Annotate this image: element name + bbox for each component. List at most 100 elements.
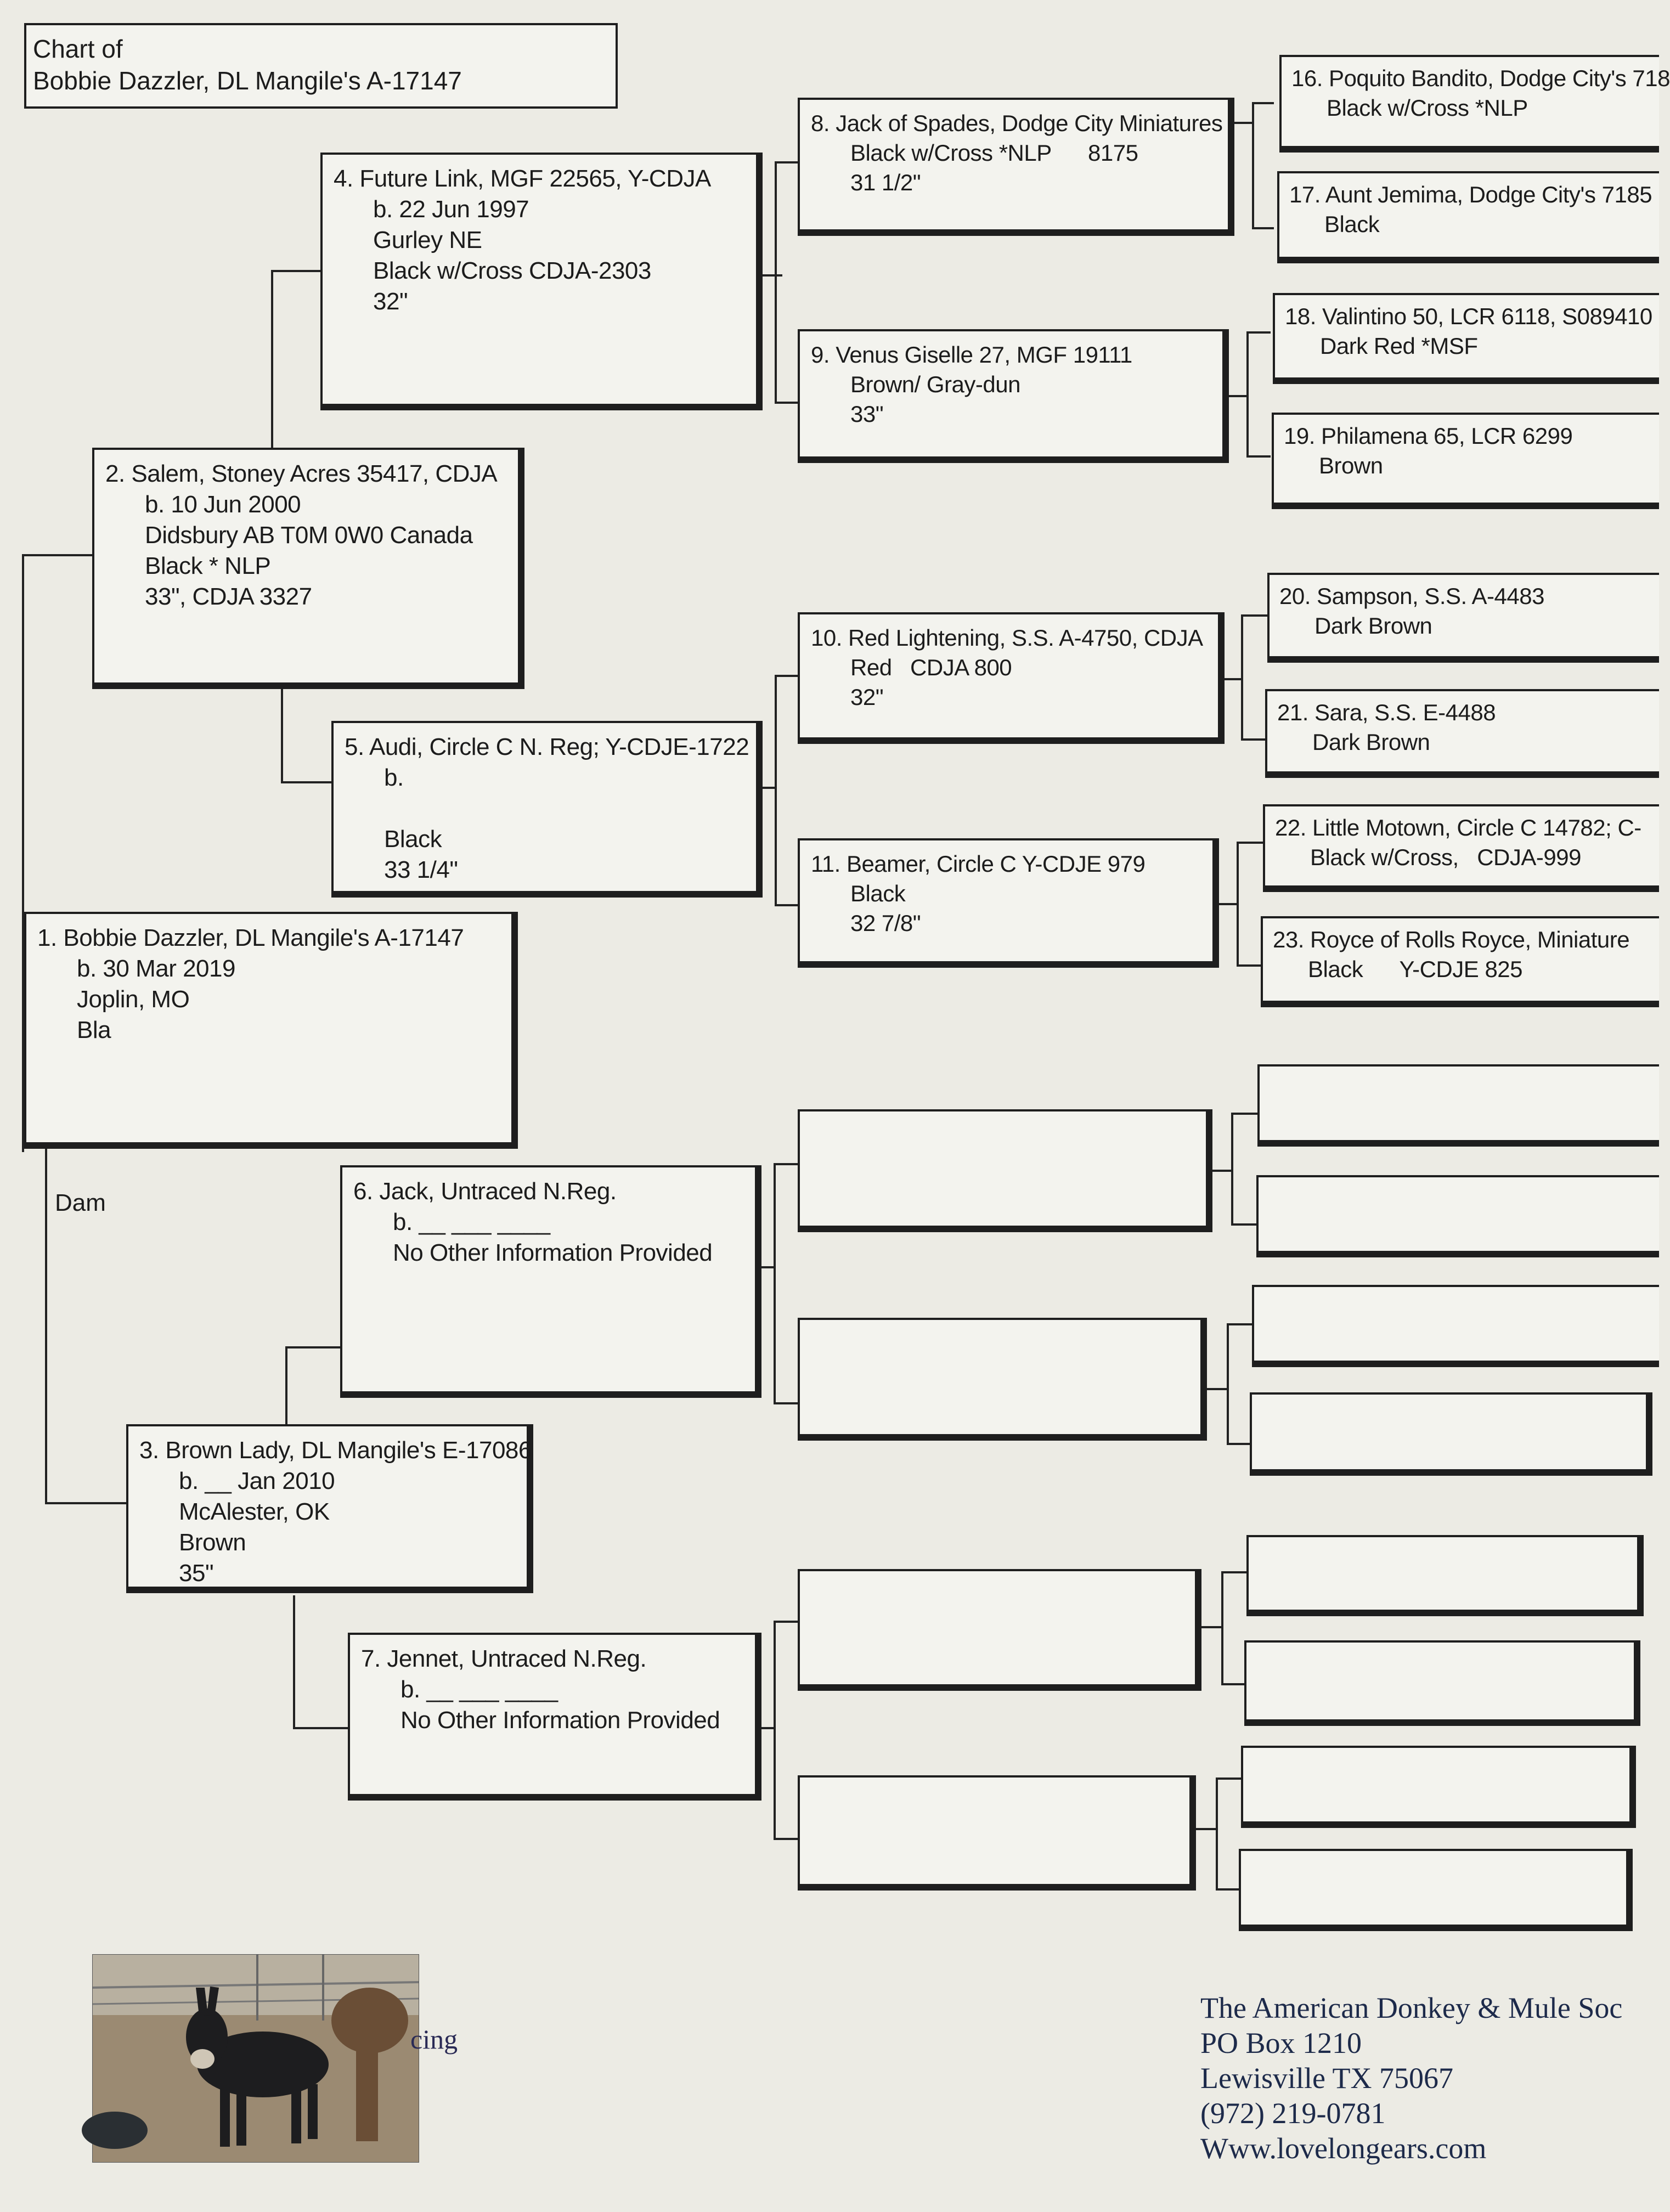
animal-10-box: 10. Red Lightening, S.S. A-4750, CDJA Re… [798, 612, 1225, 744]
animal-3-color: Brown [179, 1529, 246, 1556]
animal-11-box: 11. Beamer, Circle C Y-CDJE 979 Black 32… [798, 838, 1219, 968]
animal-1-color: Bla [77, 1017, 111, 1043]
donkey-photo [82, 1954, 419, 2163]
animal-11-color: Black [850, 881, 906, 906]
animal-6-info: No Other Information Provided [393, 1239, 713, 1266]
animal-23-box: 23. Royce of Rolls Royce, Miniature Blac… [1261, 916, 1659, 1007]
animal-21-box: 21. Sara, S.S. E-4488 Dark Brown [1265, 689, 1659, 778]
animal-4-box: 4. Future Link, MGF 22565, Y-CDJA b. 22 … [320, 153, 763, 410]
animal-1-place: Joplin, MO [77, 986, 190, 1013]
animal-8-height: 31 1/2" [850, 170, 921, 195]
animal-5-color: Black [384, 826, 442, 853]
animal-28-box [1246, 1535, 1644, 1616]
animal-23-name: 23. Royce of Rolls Royce, Miniature [1273, 927, 1630, 952]
animal-20-name: 20. Sampson, S.S. A-4483 [1279, 583, 1544, 609]
animal-31-box [1239, 1849, 1633, 1931]
animal-23-color: Black Y-CDJE 825 [1308, 956, 1523, 982]
animal-6-birth: b. __ ___ ____ [393, 1209, 550, 1235]
animal-1-birth: b. 30 Mar 2019 [77, 955, 235, 982]
animal-2-birth: b. 10 Jun 2000 [145, 491, 301, 518]
animal-21-name: 21. Sara, S.S. E-4488 [1277, 699, 1496, 725]
animal-8-name: 8. Jack of Spades, Dodge City Miniatures [811, 110, 1223, 136]
animal-5-name: 5. Audi, Circle C N. Reg; Y-CDJE-1722 [345, 733, 749, 760]
animal-18-name: 18. Valintino 50, LCR 6118, S089410 [1285, 303, 1652, 329]
footer-phone: (972) 219-0781 [1200, 2097, 1386, 2130]
animal-3-place: McAlester, OK [179, 1498, 330, 1525]
animal-4-color: Black w/Cross CDJA-2303 [373, 257, 651, 284]
animal-4-place: Gurley NE [373, 227, 482, 253]
animal-11-height: 32 7/8" [850, 910, 921, 936]
animal-14-box [798, 1569, 1201, 1691]
animal-10-name: 10. Red Lightening, S.S. A-4750, CDJA [811, 625, 1203, 651]
animal-24-box [1257, 1064, 1659, 1147]
animal-3-name: 3. Brown Lady, DL Mangile's E-17086 [139, 1437, 532, 1464]
animal-6-box: 6. Jack, Untraced N.Reg. b. __ ___ ____ … [340, 1165, 761, 1398]
animal-29-box [1244, 1640, 1640, 1726]
animal-27-box [1250, 1392, 1652, 1476]
animal-22-name: 22. Little Motown, Circle C 14782; C- [1275, 815, 1641, 840]
animal-4-birth: b. 22 Jun 1997 [373, 196, 529, 223]
animal-2-box: 2. Salem, Stoney Acres 35417, CDJA b. 10… [92, 448, 524, 689]
animal-8-color: Black w/Cross *NLP 8175 [850, 140, 1138, 166]
animal-5-place [345, 793, 745, 824]
animal-21-color: Dark Brown [1312, 729, 1430, 755]
animal-26-box [1252, 1285, 1659, 1367]
animal-18-box: 18. Valintino 50, LCR 6118, S089410 Dark… [1273, 293, 1659, 384]
animal-3-height: 35" [179, 1560, 214, 1587]
animal-1-name: 1. Bobbie Dazzler, DL Mangile's A-17147 [37, 924, 464, 951]
animal-20-color: Dark Brown [1314, 613, 1432, 639]
animal-4-name: 4. Future Link, MGF 22565, Y-CDJA [334, 165, 711, 192]
animal-20-box: 20. Sampson, S.S. A-4483 Dark Brown [1267, 573, 1659, 663]
animal-5-height: 33 1/4" [384, 856, 458, 883]
animal-17-name: 17. Aunt Jemima, Dodge City's 7185 [1289, 182, 1652, 207]
animal-7-birth: b. __ ___ ____ [400, 1676, 558, 1703]
chart-title-line1: Chart of [33, 35, 123, 63]
animal-4-height: 32" [373, 288, 408, 315]
animal-22-box: 22. Little Motown, Circle C 14782; C- Bl… [1263, 804, 1659, 892]
animal-2-color: Black * NLP [145, 552, 271, 579]
animal-30-box [1241, 1746, 1636, 1828]
animal-25-box [1256, 1175, 1659, 1257]
animal-16-box: 16. Poquito Bandito, Dodge City's 718 Bl… [1279, 55, 1670, 153]
animal-2-name: 2. Salem, Stoney Acres 35417, CDJA [105, 460, 498, 487]
animal-7-box: 7. Jennet, Untraced N.Reg. b. __ ___ ___… [348, 1633, 761, 1801]
animal-19-color: Brown [1319, 453, 1383, 478]
footer-org: The American Donkey & Mule Soc [1200, 1991, 1623, 2024]
animal-10-height: 32" [850, 684, 884, 710]
chart-title-box: Chart of Bobbie Dazzler, DL Mangile's A-… [24, 23, 618, 109]
dam-label: Dam [55, 1189, 106, 1216]
animal-19-box: 19. Philamena 65, LCR 6299 Brown [1272, 413, 1659, 509]
animal-13-box [798, 1318, 1207, 1441]
footer-address-line: PO Box 1210 [1200, 2027, 1362, 2059]
animal-9-height: 33" [850, 401, 884, 427]
footer-address: The American Donkey & Mule Soc PO Box 12… [1200, 1990, 1622, 2166]
animal-8-box: 8. Jack of Spades, Dodge City Miniatures… [798, 98, 1234, 236]
animal-10-color: Red CDJA 800 [850, 654, 1012, 680]
animal-19-name: 19. Philamena 65, LCR 6299 [1284, 423, 1573, 449]
animal-2-place: Didsbury AB T0M 0W0 Canada [145, 522, 473, 549]
footer-website-link[interactable]: Www.lovelongears.com [1200, 2132, 1487, 2165]
animal-5-birth: b. [384, 764, 404, 791]
animal-9-name: 9. Venus Giselle 27, MGF 19111 [811, 342, 1132, 368]
animal-1-box: 1. Bobbie Dazzler, DL Mangile's A-17147 … [24, 912, 518, 1149]
animal-6-name: 6. Jack, Untraced N.Reg. [353, 1178, 617, 1205]
animal-12-box [798, 1109, 1212, 1232]
animal-7-name: 7. Jennet, Untraced N.Reg. [361, 1645, 647, 1672]
animal-15-box [798, 1775, 1196, 1891]
animal-16-color: Black w/Cross *NLP [1327, 95, 1528, 121]
animal-2-height: 33", CDJA 3327 [145, 583, 312, 610]
animal-18-color: Dark Red *MSF [1320, 333, 1478, 359]
chart-title-line2: Bobbie Dazzler, DL Mangile's A-17147 [33, 66, 462, 95]
animal-22-color: Black w/Cross, CDJA-999 [1310, 844, 1581, 870]
animal-5-box: 5. Audi, Circle C N. Reg; Y-CDJE-1722 b.… [331, 721, 763, 898]
animal-16-name: 16. Poquito Bandito, Dodge City's 718 [1291, 65, 1670, 91]
animal-9-box: 9. Venus Giselle 27, MGF 19111 Brown/ Gr… [798, 329, 1229, 463]
partial-text: cing [410, 2024, 458, 2055]
animal-7-info: No Other Information Provided [400, 1707, 720, 1734]
animal-9-color: Brown/ Gray-dun [850, 371, 1020, 397]
animal-3-birth: b. __ Jan 2010 [179, 1468, 335, 1494]
donkey-photo-svg [82, 1955, 419, 2162]
animal-17-color: Black [1324, 211, 1380, 237]
animal-3-box: 3. Brown Lady, DL Mangile's E-17086 b. _… [126, 1424, 533, 1593]
animal-11-name: 11. Beamer, Circle C Y-CDJE 979 [811, 851, 1146, 877]
